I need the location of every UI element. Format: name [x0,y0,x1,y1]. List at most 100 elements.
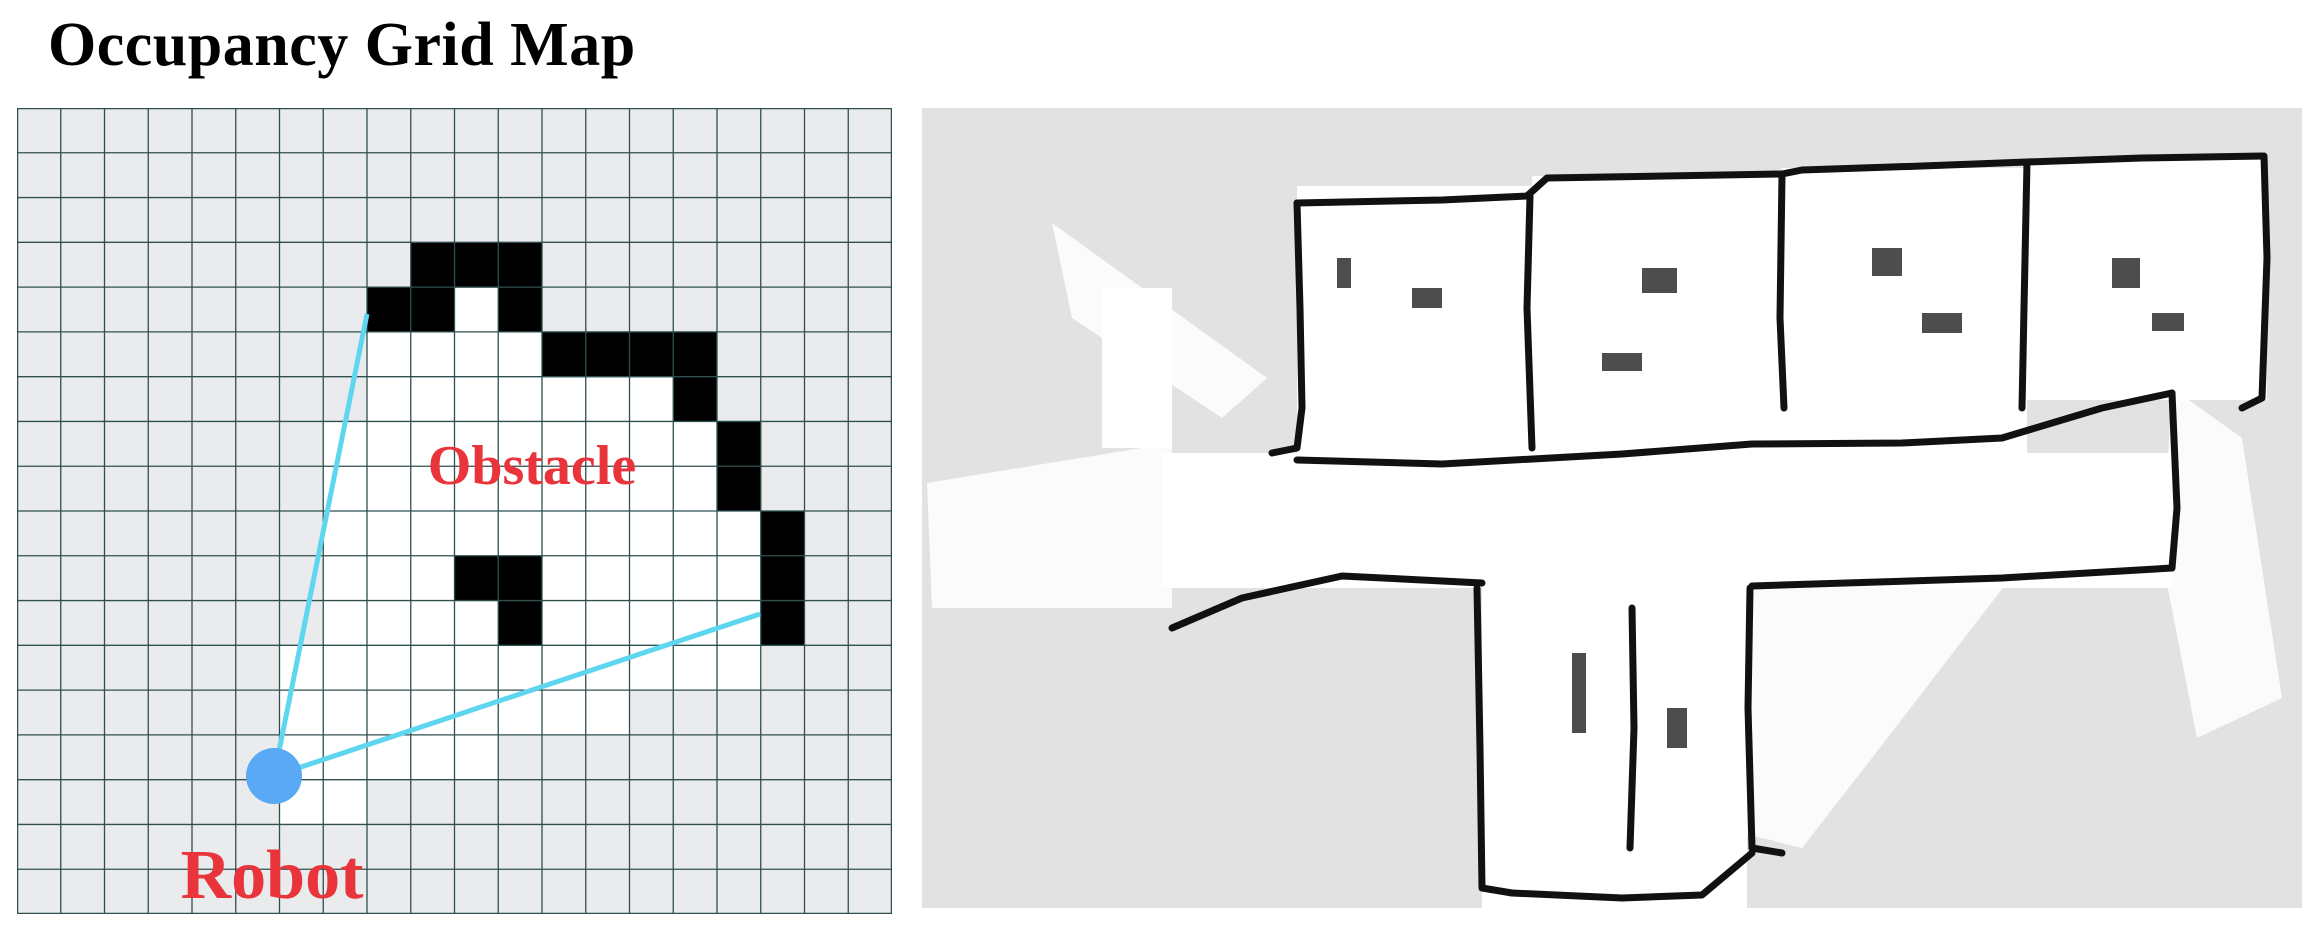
occupied-cell [717,466,762,512]
wall-divider-1 [1523,192,1536,452]
slam-map-svg [922,108,2302,908]
occupied-cell [585,331,630,378]
laser-fan-lower-center [1682,563,2022,848]
room-2 [1532,176,1782,461]
occupied-cell [717,421,762,467]
free-cell [542,466,587,512]
laser-fan-left [927,443,1172,608]
wall-south-wing-inner [1626,604,1638,852]
free-cell [585,555,630,602]
free-cell [498,511,543,557]
wall-room1-west [1268,199,1306,457]
free-cell [542,600,587,646]
free-cell [323,511,368,557]
occupied-cell [542,331,587,378]
free-cell [454,734,499,781]
free-cell [279,645,324,691]
free-cell [629,511,674,557]
occupied-cell [498,555,543,602]
wall-divider-3 [2018,158,2031,412]
occupied-cell [498,600,543,646]
free-cell [367,690,412,736]
free-cell [673,511,718,557]
furniture [1337,248,2184,748]
west-alcove [1102,288,1172,448]
free-cell [323,690,368,736]
free-cell [323,555,368,602]
south-wing [1482,578,1747,908]
free-cell [498,421,543,467]
free-cell [673,555,718,602]
page-title: Occupancy Grid Map [48,11,636,79]
furniture-block [1602,353,1642,371]
free-cell [673,645,718,691]
furniture-block [1667,708,1687,748]
free-cell [454,421,499,467]
slam-map-image [922,108,2302,908]
furniture-block [1412,288,1442,308]
wall-east [2238,152,2271,412]
wall-corridor-south-west [1168,572,1486,632]
occupied-cell [760,600,805,646]
free-cell [367,600,412,646]
furniture-block [2152,313,2184,331]
free-cell [367,555,412,602]
free-cell [323,600,368,646]
wall-corridor-north [1293,389,2176,468]
grid-svg: Obstacle Robot [17,108,892,914]
wall-corridor-south-east [1748,564,2176,590]
free-cell [717,645,762,691]
free-cell [410,376,455,422]
free-cell [542,555,587,602]
free-cell [542,511,587,557]
furniture-block [1872,248,1902,276]
occupied-cell [760,555,805,602]
grid-lines [17,108,892,914]
free-cell [367,645,412,691]
furniture-block [1572,653,1586,733]
occupancy-grid-diagram: Obstacle Robot [17,108,892,914]
free-cell [629,600,674,646]
room-1 [1297,186,1532,458]
free-cell [454,511,499,557]
free-cell [367,331,412,378]
occupied-cell [760,511,805,557]
occupied-cell [498,287,543,333]
free-cell [410,645,455,691]
wall-north [1293,152,2266,207]
free-cell [585,376,630,422]
free-cell [629,466,674,512]
free-cell [673,421,718,467]
free-cell [585,600,630,646]
sensor-ray-left [271,313,370,777]
free-cell [323,645,368,691]
occupied-cell [454,555,499,602]
free-cell [367,511,412,557]
wall-south-wing-east [1744,584,1786,857]
free-cell [367,376,412,422]
room-4 [2027,160,2267,400]
free-cell [498,331,543,378]
free-cell [410,421,455,467]
occupied-cell [410,287,455,333]
free-cell [410,511,455,557]
free-cell [454,287,499,333]
occupied-cells [367,242,805,646]
robot-label: Robot [181,837,364,914]
free-cell [367,421,412,467]
free-cell [323,779,368,825]
occupied-cell [410,242,455,288]
free-cell [498,376,543,422]
room-3 [1782,168,2027,458]
main-corridor [1162,453,2172,588]
occupied-cell [673,376,718,422]
occupied-cell [498,242,543,288]
free-cell [542,421,587,467]
wall-south-wing-west [1473,584,1516,897]
free-cell [498,645,543,691]
occupied-cell [673,331,718,378]
free-cell [717,555,762,602]
free-cell [585,421,630,467]
free-space [1102,160,2267,908]
free-cell [585,690,630,736]
